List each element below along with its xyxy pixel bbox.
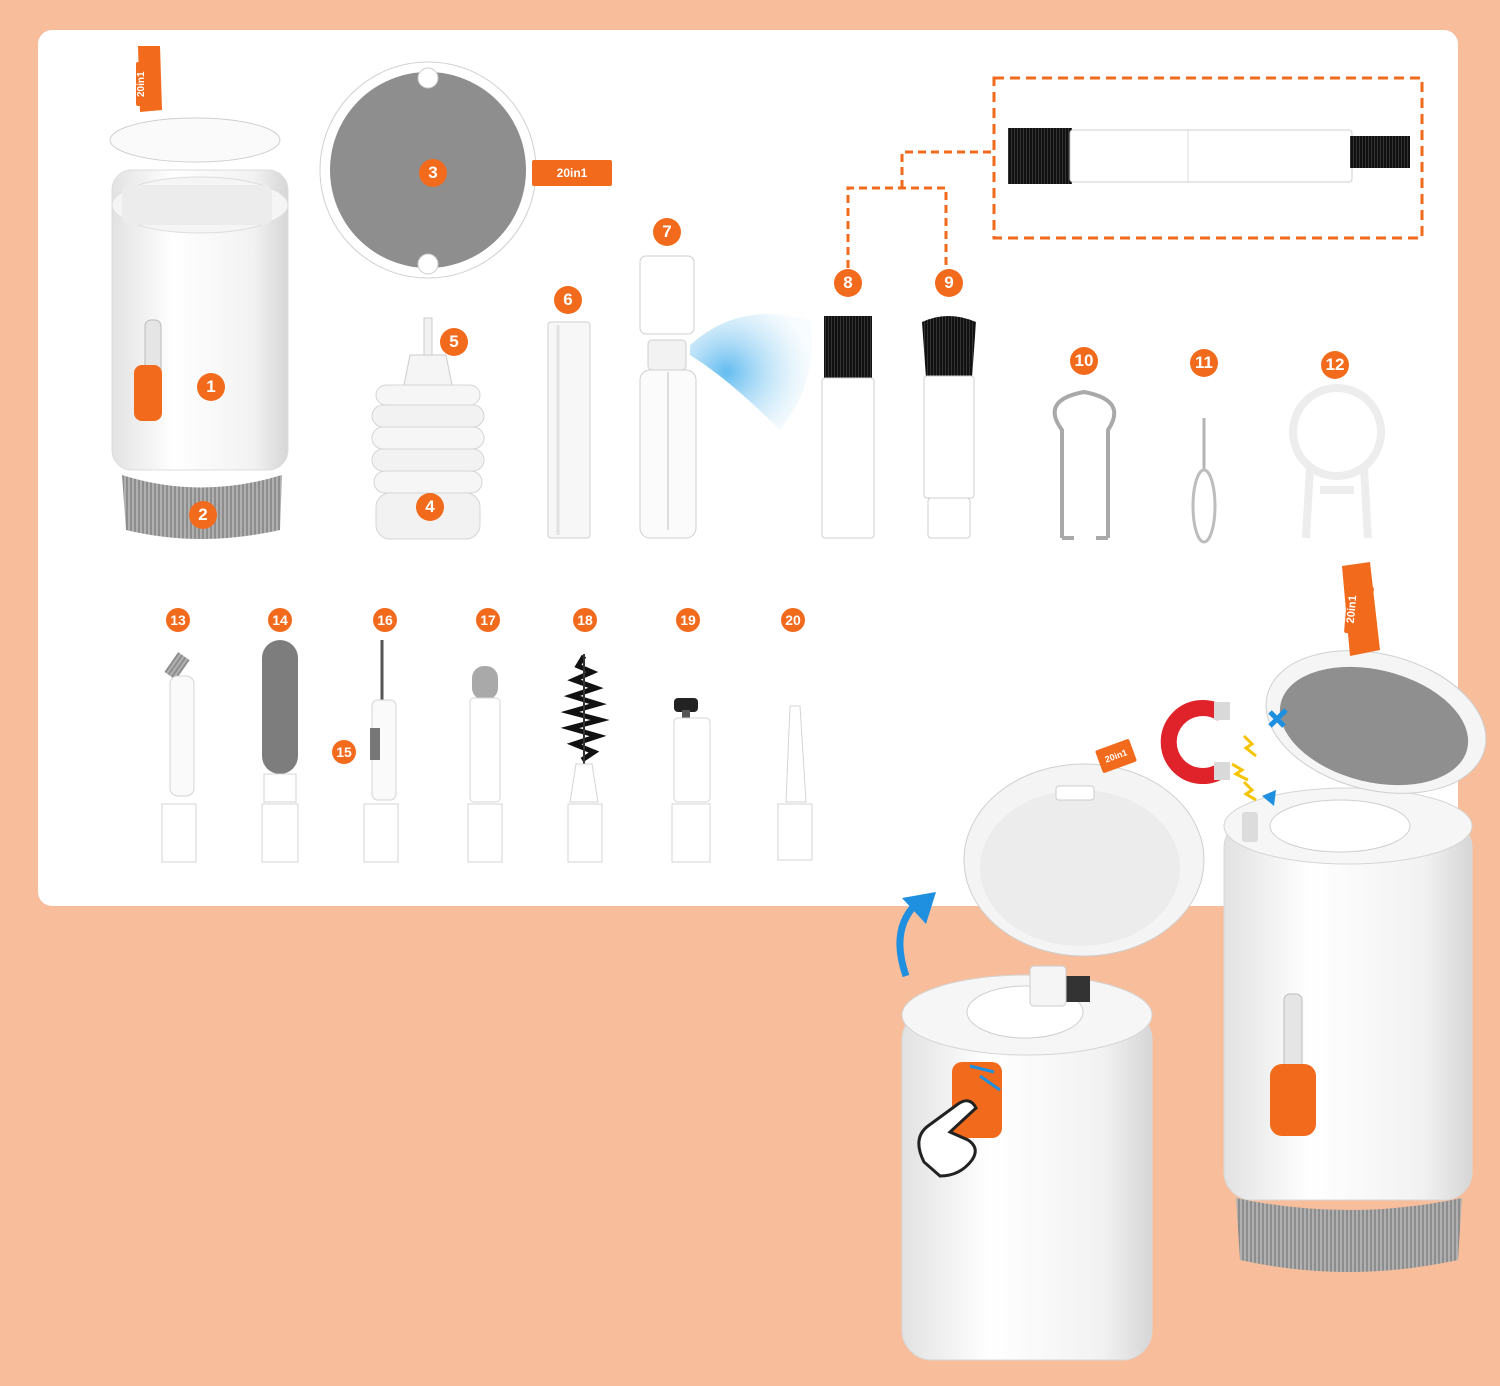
tool-13-corner-brush [161, 652, 197, 863]
item-number-4: 4 [416, 493, 444, 521]
item-number-8: 8 [834, 269, 862, 297]
tool-20-tip [777, 705, 813, 861]
item-number-20: 20 [781, 608, 805, 632]
tool-18-spiral-brush [560, 654, 610, 863]
magnet-icon [1160, 700, 1230, 784]
ring-opener [1289, 384, 1385, 539]
tool-19-cap-tool [671, 698, 711, 863]
tool-17-felt-tip [467, 666, 503, 863]
item-number-19: 19 [676, 608, 700, 632]
item-number-16: 16 [373, 608, 397, 632]
cleaning-canister [109, 46, 289, 539]
brush-8 [821, 316, 875, 539]
item-number-6: 6 [554, 286, 582, 314]
item-number-12: 12 [1321, 351, 1349, 379]
canister-closed [1223, 562, 1487, 1272]
earbud-clip [1052, 389, 1117, 540]
item-number-9: 9 [935, 269, 963, 297]
item-number-1: 1 [197, 373, 225, 401]
item-number-18: 18 [573, 608, 597, 632]
tool-14-sponge-stick [261, 640, 299, 863]
lightning-icon [1231, 708, 1288, 806]
sim-pin [1191, 418, 1217, 544]
finger-press-icon [917, 1064, 1001, 1178]
brand-tag: 20in1 [1343, 584, 1375, 636]
item-number-5: 5 [440, 328, 468, 356]
item-number-3: 3 [419, 159, 447, 187]
item-number-14: 14 [268, 608, 292, 632]
brand-tag: 20in1 [136, 62, 160, 106]
combined-brush-callout [846, 76, 1424, 268]
item-number-15: 15 [332, 740, 356, 764]
item-number-7: 7 [653, 218, 681, 246]
item-number-13: 13 [166, 608, 190, 632]
item-number-10: 10 [1070, 347, 1098, 375]
item-number-11: 11 [1190, 349, 1218, 377]
plastic-tube [547, 321, 591, 539]
spray-bottle [639, 255, 812, 539]
tool-15-16-pen [363, 640, 399, 863]
item-number-17: 17 [476, 608, 500, 632]
brand-tag: 20in1 [532, 160, 612, 186]
curved-arrow-icon [896, 892, 936, 978]
item-number-2: 2 [189, 501, 217, 529]
brush-9 [922, 316, 976, 539]
canister-open [901, 763, 1205, 1361]
